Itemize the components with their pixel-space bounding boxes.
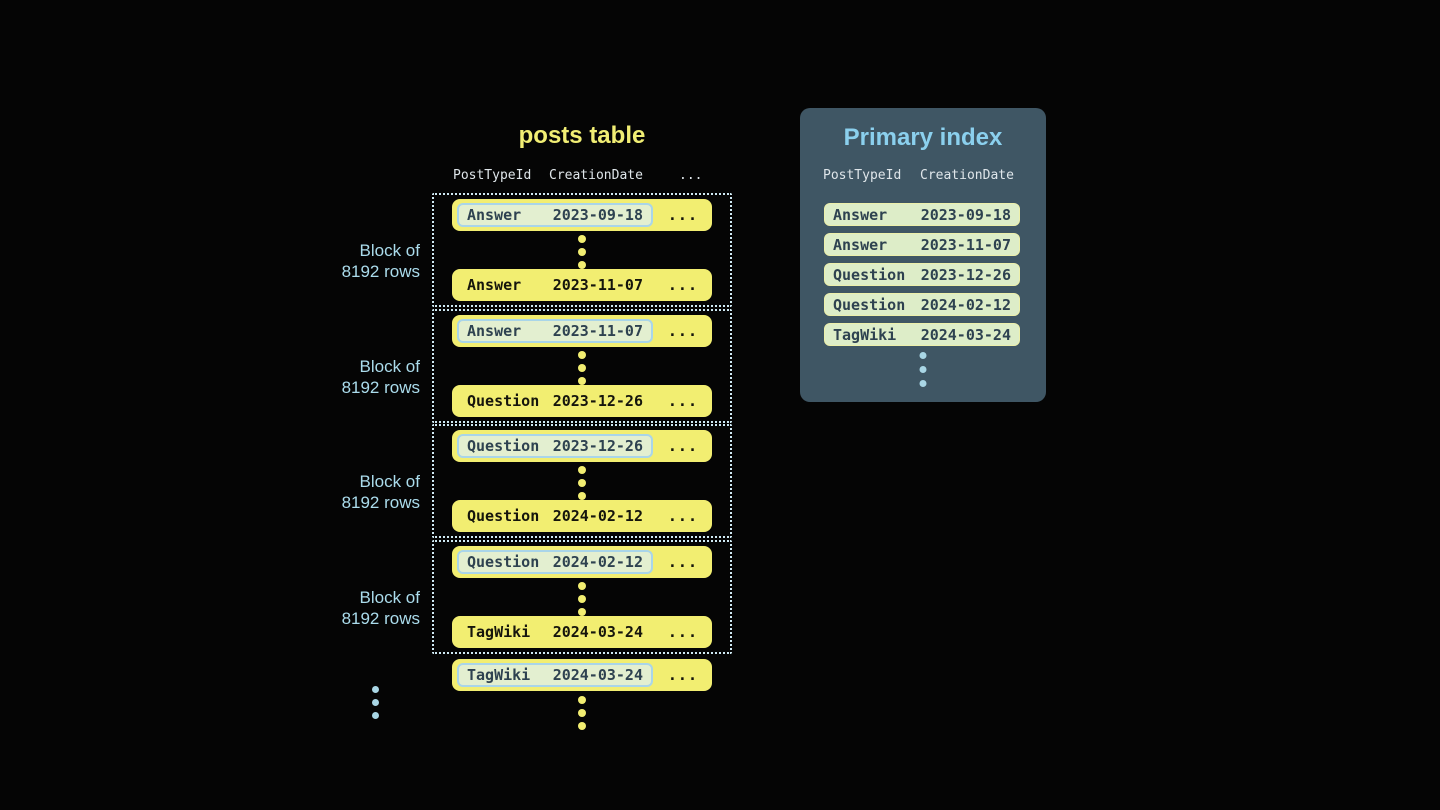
indexed-entry: Question 2024-02-12 xyxy=(457,550,653,574)
vertical-ellipsis-dots-icon xyxy=(578,466,586,500)
creation-date: 2024-02-12 xyxy=(920,295,1011,314)
post-type: Answer xyxy=(833,205,888,224)
creation-date: 2024-03-24 xyxy=(552,623,643,641)
creation-date: 2023-12-26 xyxy=(552,437,643,455)
creation-date: 2023-12-26 xyxy=(920,265,1011,284)
post-type: Answer xyxy=(467,322,522,340)
posts-column-posttypeid: PostTypeId xyxy=(453,168,532,183)
post-type: Question xyxy=(467,392,540,410)
creation-date: 2023-11-07 xyxy=(552,322,643,340)
table-row: Answer 2023-11-07 ... xyxy=(452,269,712,301)
row-entry: Answer 2023-11-07 xyxy=(457,273,653,297)
index-entry: Question 2024-02-12 xyxy=(824,293,1020,316)
vertical-ellipsis-dots-icon xyxy=(578,696,586,730)
more-columns-ellipsis: ... xyxy=(667,666,698,684)
primary-index-title: Primary index xyxy=(843,124,1003,151)
row-entry: Question 2024-02-12 xyxy=(457,504,653,528)
vertical-ellipsis-dots-icon xyxy=(578,235,586,269)
table-row: TagWiki 2024-03-24 ... xyxy=(452,616,712,648)
more-index-entries-ellipsis-icon xyxy=(919,352,927,387)
indexed-entry: Question 2023-12-26 xyxy=(457,434,653,458)
row-block-4: Question 2024-02-12 ... TagWiki 2024-03-… xyxy=(432,540,732,654)
index-entry: Answer 2023-09-18 xyxy=(824,203,1020,226)
row-entry: Question 2023-12-26 xyxy=(457,389,653,413)
post-type: TagWiki xyxy=(467,623,531,641)
more-blocks-ellipsis-icon xyxy=(372,686,379,719)
indexed-entry: Answer 2023-11-07 xyxy=(457,319,653,343)
indexed-entry: Answer 2023-09-18 xyxy=(457,203,653,227)
primary-index-panel: Primary index PostTypeId CreationDate An… xyxy=(800,108,1046,402)
index-entry: Question 2023-12-26 xyxy=(824,263,1020,286)
table-row: Question 2024-02-12 ... xyxy=(452,546,712,578)
post-type: Question xyxy=(467,437,540,455)
table-row: Question 2024-02-12 ... xyxy=(452,500,712,532)
row-block-1: Answer 2023-09-18 ... Answer 2023-11-07 … xyxy=(432,193,732,307)
table-row: Question 2023-12-26 ... xyxy=(452,430,712,462)
creation-date: 2023-11-07 xyxy=(920,235,1011,254)
vertical-ellipsis-dots-icon xyxy=(578,582,586,616)
more-columns-ellipsis: ... xyxy=(667,206,698,224)
indexed-entry: TagWiki 2024-03-24 xyxy=(457,663,653,687)
post-type: Answer xyxy=(467,206,522,224)
post-type: Question xyxy=(467,507,540,525)
block-label: Block of 8192 rows xyxy=(341,472,420,512)
more-columns-ellipsis: ... xyxy=(667,437,698,455)
posts-table-title: posts table xyxy=(518,122,646,149)
post-type: Question xyxy=(467,553,540,571)
posts-column-more: ... xyxy=(679,168,703,183)
index-column-posttypeid: PostTypeId xyxy=(823,168,902,183)
index-entry: TagWiki 2024-03-24 xyxy=(824,323,1020,346)
creation-date: 2023-09-18 xyxy=(552,206,643,224)
index-column-creationdate: CreationDate xyxy=(920,168,1014,183)
creation-date: 2024-02-12 xyxy=(552,553,643,571)
row-block-2: Answer 2023-11-07 ... Question 2023-12-2… xyxy=(432,309,732,423)
block-label: Block of 8192 rows xyxy=(341,241,420,281)
posts-column-creationdate: CreationDate xyxy=(549,168,643,183)
vertical-ellipsis-dots-icon xyxy=(578,351,586,385)
row-block-3: Question 2023-12-26 ... Question 2024-02… xyxy=(432,424,732,538)
creation-date: 2024-03-24 xyxy=(920,325,1011,344)
table-row: TagWiki 2024-03-24 ... xyxy=(452,659,712,691)
more-columns-ellipsis: ... xyxy=(667,392,698,410)
creation-date: 2023-09-18 xyxy=(920,205,1011,224)
block-label: Block of 8192 rows xyxy=(341,588,420,628)
more-columns-ellipsis: ... xyxy=(667,553,698,571)
post-type: Answer xyxy=(833,235,888,254)
post-type: TagWiki xyxy=(467,666,531,684)
post-type: Question xyxy=(833,295,906,314)
block-label: Block of 8192 rows xyxy=(341,357,420,397)
more-columns-ellipsis: ... xyxy=(667,623,698,641)
creation-date: 2023-11-07 xyxy=(552,276,643,294)
row-entry: TagWiki 2024-03-24 xyxy=(457,620,653,644)
creation-date: 2024-03-24 xyxy=(552,666,643,684)
creation-date: 2024-02-12 xyxy=(552,507,643,525)
index-entry: Answer 2023-11-07 xyxy=(824,233,1020,256)
more-columns-ellipsis: ... xyxy=(667,322,698,340)
table-row: Answer 2023-09-18 ... xyxy=(452,199,712,231)
post-type: TagWiki xyxy=(833,325,897,344)
table-row: Question 2023-12-26 ... xyxy=(452,385,712,417)
more-columns-ellipsis: ... xyxy=(667,507,698,525)
creation-date: 2023-12-26 xyxy=(552,392,643,410)
post-type: Question xyxy=(833,265,906,284)
table-row: Answer 2023-11-07 ... xyxy=(452,315,712,347)
post-type: Answer xyxy=(467,276,522,294)
more-columns-ellipsis: ... xyxy=(667,276,698,294)
